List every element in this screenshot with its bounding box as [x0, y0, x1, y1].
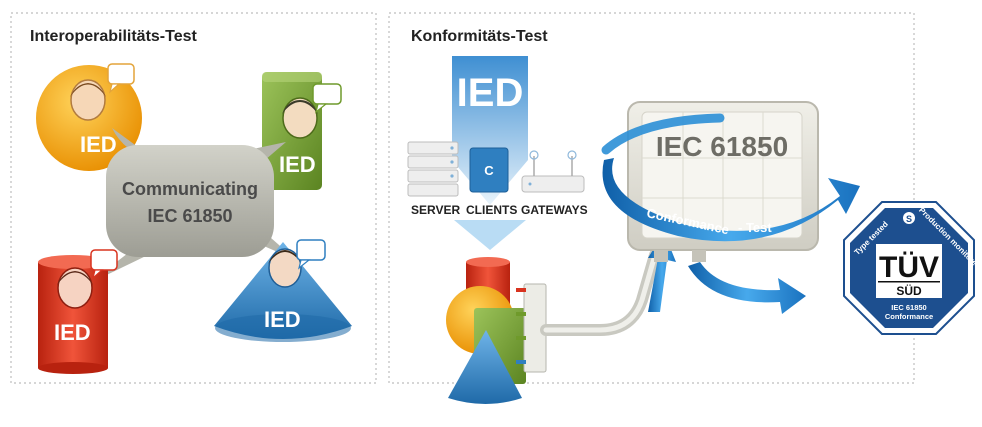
client-icon: C [469, 147, 509, 193]
speech-bubble-icon [296, 239, 326, 270]
ied-red: IED [38, 249, 118, 374]
tuv-line-2: Conformance [885, 312, 933, 321]
device-label-server: SERVER [411, 203, 460, 217]
conformance-tester: IEC 61850 [627, 101, 819, 262]
client-letter: C [484, 163, 494, 178]
ring-label-2: - Test [738, 220, 772, 235]
ied-blue: IED [214, 239, 352, 342]
ied-orange: IED [36, 63, 142, 171]
bubble-line-2: IEC 61850 [147, 206, 232, 226]
conformity-panel [388, 12, 915, 384]
head-icon [282, 97, 318, 139]
ied-red-label: IED [54, 320, 91, 345]
speech-bubble-icon [90, 249, 118, 280]
speech-bubble-icon [312, 83, 342, 114]
server-icon [407, 141, 459, 197]
tuv-seal: S Type tested Production monitored TÜV S… [843, 201, 982, 335]
device-label-clients: CLIENTS [466, 203, 517, 217]
device-cluster [446, 257, 547, 404]
speech-bubble-icon [107, 63, 135, 94]
bubble-line-1: Communicating [122, 179, 258, 199]
ied-orange-label: IED [80, 132, 117, 157]
ied-green: IED [262, 72, 342, 190]
down-arrow [454, 220, 526, 250]
head-icon [268, 248, 302, 288]
conformity-title: Konformitäts-Test [411, 28, 548, 45]
tuv-symbol: S [906, 214, 912, 224]
ied-green-label: IED [279, 152, 316, 177]
ied-banner-label: IED [457, 71, 524, 115]
device-label-gateways: GATEWAYS [521, 203, 588, 217]
head-icon [70, 79, 106, 121]
cable [540, 249, 661, 336]
tuv-sub: SÜD [896, 283, 922, 298]
interop-title: Interoperabilitäts-Test [30, 28, 198, 45]
communication-bubble: Communicating IEC 61850 [88, 128, 296, 284]
tester-label: IEC 61850 [656, 131, 788, 162]
head-icon [57, 267, 93, 309]
tuv-line-1: IEC 61850 [891, 303, 926, 312]
ied-blue-label: IED [264, 307, 301, 332]
interop-panel [10, 12, 377, 384]
result-arrow [688, 262, 806, 314]
tuv-brand: TÜV [879, 251, 939, 284]
gateway-icon [521, 150, 585, 193]
